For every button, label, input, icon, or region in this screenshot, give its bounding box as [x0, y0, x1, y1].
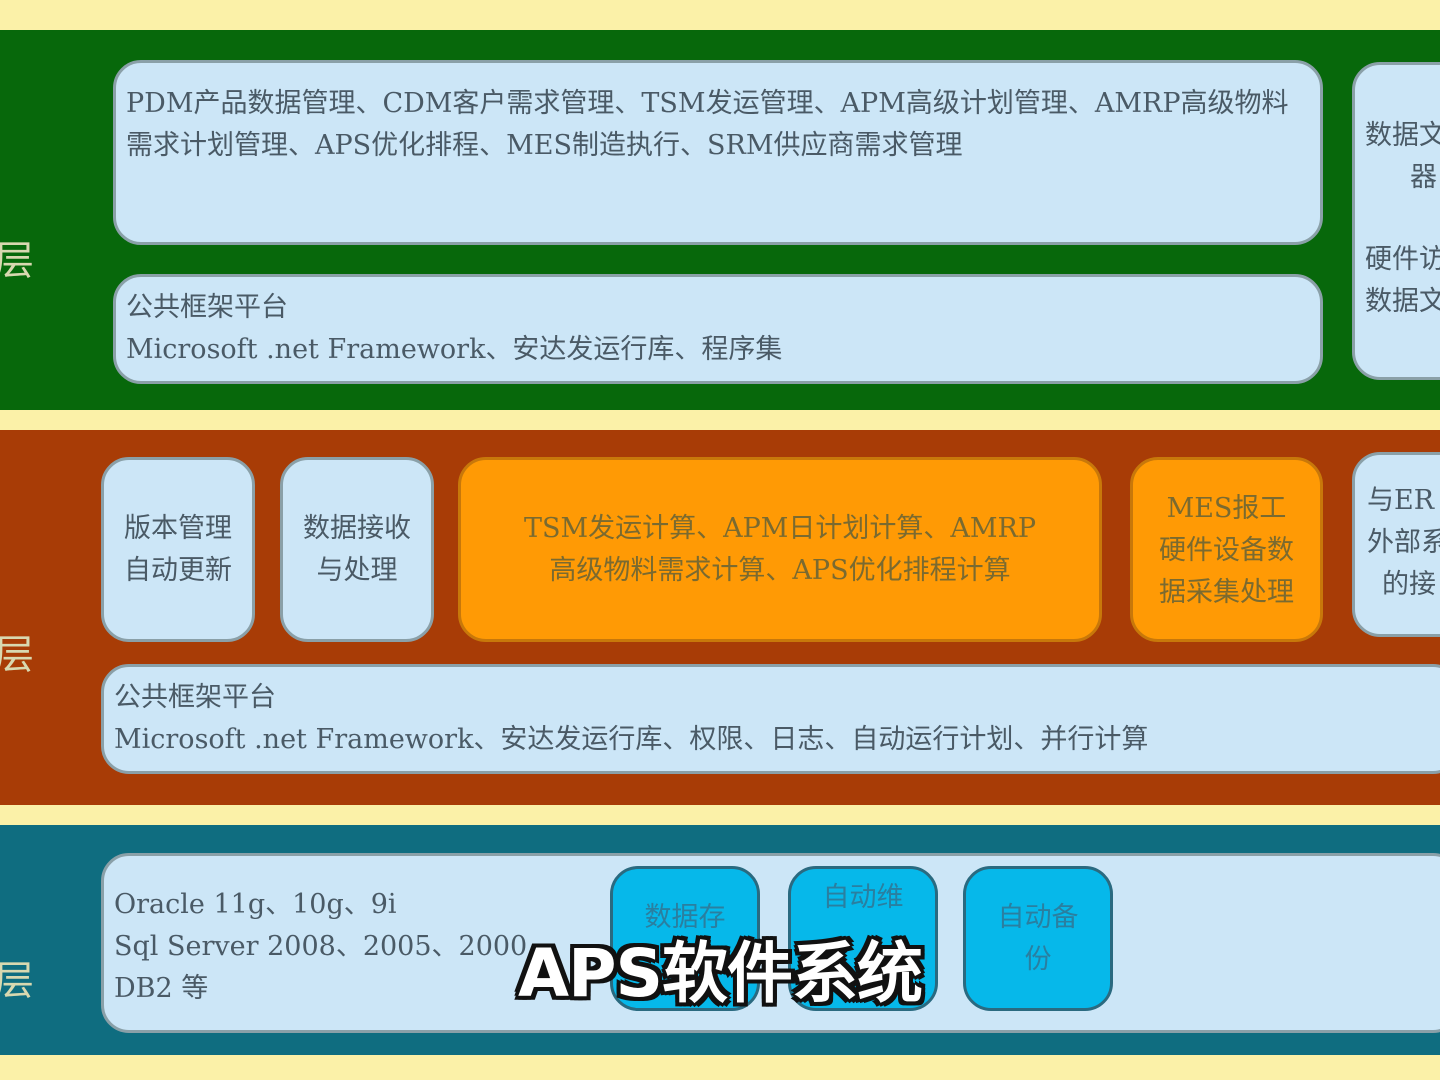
- calculation-box: TSM发运计算、APM日计划计算、AMRP 高级物料需求计算、APS优化排程计算: [458, 457, 1102, 642]
- side-line: 器: [1410, 162, 1437, 193]
- modules-box: PDM产品数据管理、CDM客户需求管理、TSM发运管理、APM高级计划管理、AM…: [113, 60, 1323, 245]
- framework-text: Microsoft .net Framework、安达发运行库、程序集: [126, 334, 783, 365]
- box-line: 版本管理: [124, 513, 232, 544]
- side-line: 与ER: [1367, 485, 1435, 516]
- box-line: 数据存: [644, 902, 726, 933]
- side-line: 数据文: [1365, 120, 1440, 151]
- layer-label: 层: [0, 958, 34, 1004]
- box-line: 自动更新: [124, 555, 232, 586]
- box-line: MES报工: [1166, 493, 1287, 524]
- box-line: 据采集处理: [1159, 577, 1294, 608]
- framework-title: 公共框架平台: [126, 292, 288, 323]
- framework-box: 公共框架平台 Microsoft .net Framework、安达发运行库、程…: [113, 274, 1323, 384]
- data-storage-box: 数据存: [610, 866, 760, 1011]
- framework-text: Microsoft .net Framework、安达发运行库、权限、日志、自动…: [114, 724, 1149, 755]
- modules-text: PDM产品数据管理、CDM客户需求管理、TSM发运管理、APM高级计划管理、AM…: [126, 88, 1289, 161]
- video-subtitle: APS软件系统: [518, 935, 923, 1012]
- database-box: Oracle 11g、10g、9i Sql Server 2008、2005、2…: [101, 853, 1440, 1033]
- box-line: 硬件设备数: [1159, 535, 1294, 566]
- mes-box: MES报工 硬件设备数 据采集处理: [1130, 457, 1323, 642]
- box-line: 高级物料需求计算、APS优化排程计算: [549, 555, 1011, 586]
- db-line: Sql Server 2008、2005、2000: [114, 931, 528, 962]
- side-box-middle: 与ER 外部系 的接: [1352, 452, 1440, 637]
- box-line: 自动维: [822, 882, 904, 913]
- data-receive-box: 数据接收 与处理: [280, 457, 434, 642]
- layer-label: 层: [0, 238, 34, 284]
- auto-maintain-box: 自动维: [788, 866, 938, 1011]
- side-line: 的接: [1382, 569, 1436, 600]
- box-line: 自动备: [997, 902, 1079, 933]
- side-box-top: 数据文 器 硬件访 数据文: [1352, 62, 1440, 380]
- box-line: 份: [1024, 944, 1052, 975]
- db-line: Oracle 11g、10g、9i: [114, 889, 397, 920]
- side-line: 硬件访: [1365, 244, 1440, 275]
- box-line: TSM发运计算、APM日计划计算、AMRP: [523, 513, 1037, 544]
- auto-backup-box: 自动备 份: [963, 866, 1113, 1011]
- box-line: 数据接收: [303, 513, 411, 544]
- layer-label: 层: [0, 632, 34, 678]
- side-line: 数据文: [1365, 286, 1440, 317]
- framework-title: 公共框架平台: [114, 682, 276, 713]
- db-line: DB2 等: [114, 973, 209, 1004]
- box-line: 与处理: [316, 555, 398, 586]
- service-framework-box: 公共框架平台 Microsoft .net Framework、安达发运行库、权…: [101, 664, 1440, 774]
- version-box: 版本管理 自动更新: [101, 457, 255, 642]
- side-line: 外部系: [1367, 527, 1440, 558]
